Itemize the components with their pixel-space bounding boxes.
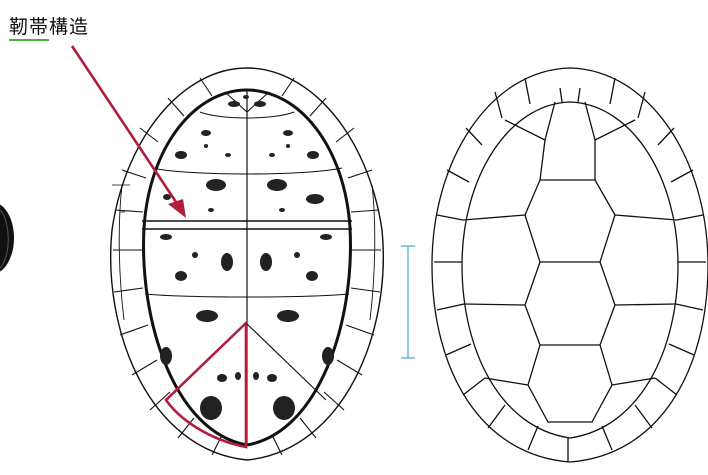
- dimension-bracket: [401, 246, 415, 358]
- carapace-figure: [432, 68, 708, 462]
- annotation-arrow: [72, 46, 186, 218]
- highlighted-scute: [166, 323, 246, 447]
- partial-shell-edge: [0, 202, 14, 274]
- label-rest: 構造: [49, 16, 89, 38]
- carapace-inner-outline: [462, 102, 678, 438]
- ligament-structure-label: 靭帯構造: [9, 12, 89, 39]
- carapace-outer-outline: [432, 68, 708, 462]
- label-underlined-part: 靭帯: [9, 16, 49, 41]
